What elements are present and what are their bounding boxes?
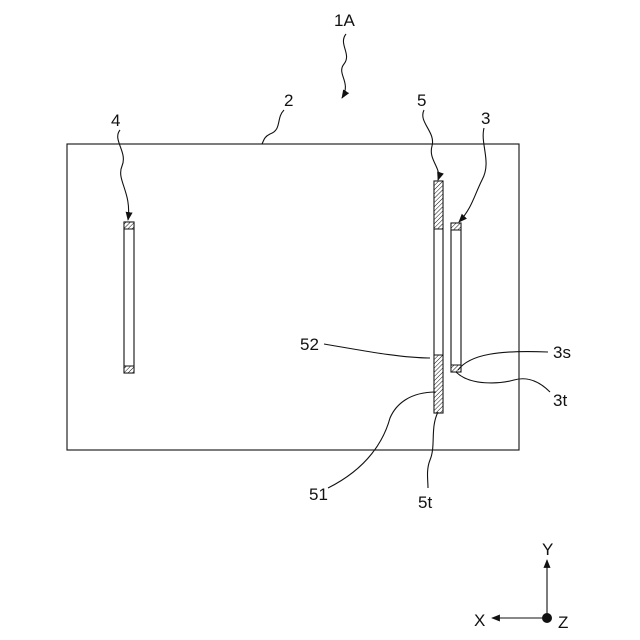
leader-5: [423, 110, 439, 180]
label-2: 2: [284, 91, 293, 110]
z-axis-dot: [542, 613, 552, 623]
leader-3s: [458, 352, 548, 370]
leader-51: [328, 392, 436, 488]
axis-label-y: Y: [542, 540, 553, 559]
leader-2: [262, 110, 284, 144]
element-5: [434, 181, 443, 413]
label-4: 4: [111, 111, 120, 130]
label-1a: 1A: [334, 11, 355, 30]
axis-label-z: Z: [558, 613, 568, 632]
element-4: [124, 222, 134, 373]
coordinate-axes: Y X Z: [474, 540, 568, 632]
leader-3t: [456, 372, 550, 392]
leader-3: [459, 128, 486, 222]
label-3t: 3t: [553, 391, 567, 410]
leader-1a: [342, 34, 347, 98]
label-3s: 3s: [553, 343, 571, 362]
axis-label-x: X: [474, 611, 485, 630]
label-51: 51: [309, 485, 328, 504]
label-3: 3: [481, 109, 490, 128]
leader-52: [324, 344, 430, 358]
label-52: 52: [300, 335, 319, 354]
element-3: [451, 223, 461, 372]
label-5t: 5t: [418, 493, 432, 512]
label-5: 5: [417, 91, 426, 110]
